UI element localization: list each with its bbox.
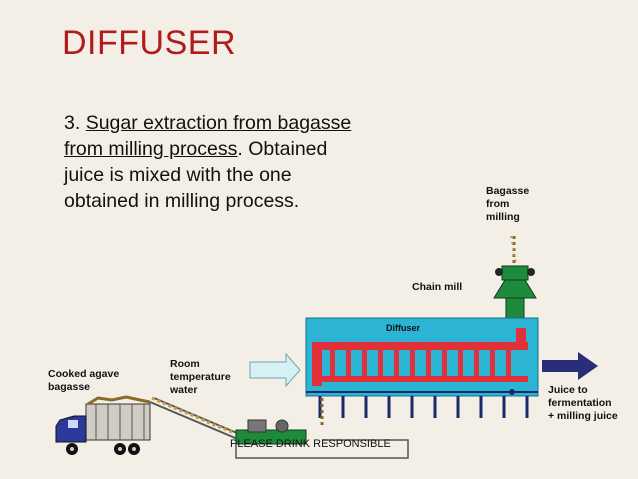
label-room-temperature-water: Room temperature water <box>170 358 231 396</box>
diffuser-tank <box>305 317 539 418</box>
water-inlet-arrow <box>249 352 301 388</box>
shredder-unit <box>235 419 307 445</box>
inclined-conveyor <box>149 396 245 441</box>
label-bagasse-from-milling: Bagasse from milling <box>486 185 530 223</box>
truck <box>55 395 151 455</box>
juice-outlet-arrow <box>542 352 598 380</box>
bagasse-feed-chain <box>510 235 518 269</box>
label-juice-to-fermentation: Juice to fermentation + milling juice <box>548 384 618 422</box>
body-text: 3. Sugar extraction from bagasse from mi… <box>64 110 354 214</box>
label-diffuser: Diffuser <box>386 323 421 333</box>
body-rest: . Obtained juice is mixed with the one o… <box>64 138 328 212</box>
footer-disclaimer: PLEASE DRINK RESPONSIBLE <box>230 438 391 450</box>
body-underlined: Sugar extraction from bagasse from milli… <box>64 112 352 160</box>
slide-title: DIFFUSER <box>62 24 236 62</box>
bottom-pipe <box>235 439 409 459</box>
label-chain-mill: Chain mill <box>412 281 463 293</box>
body-number: 3. <box>64 112 86 134</box>
label-cooked-agave-bagasse: Cooked agave bagasse <box>48 368 120 393</box>
